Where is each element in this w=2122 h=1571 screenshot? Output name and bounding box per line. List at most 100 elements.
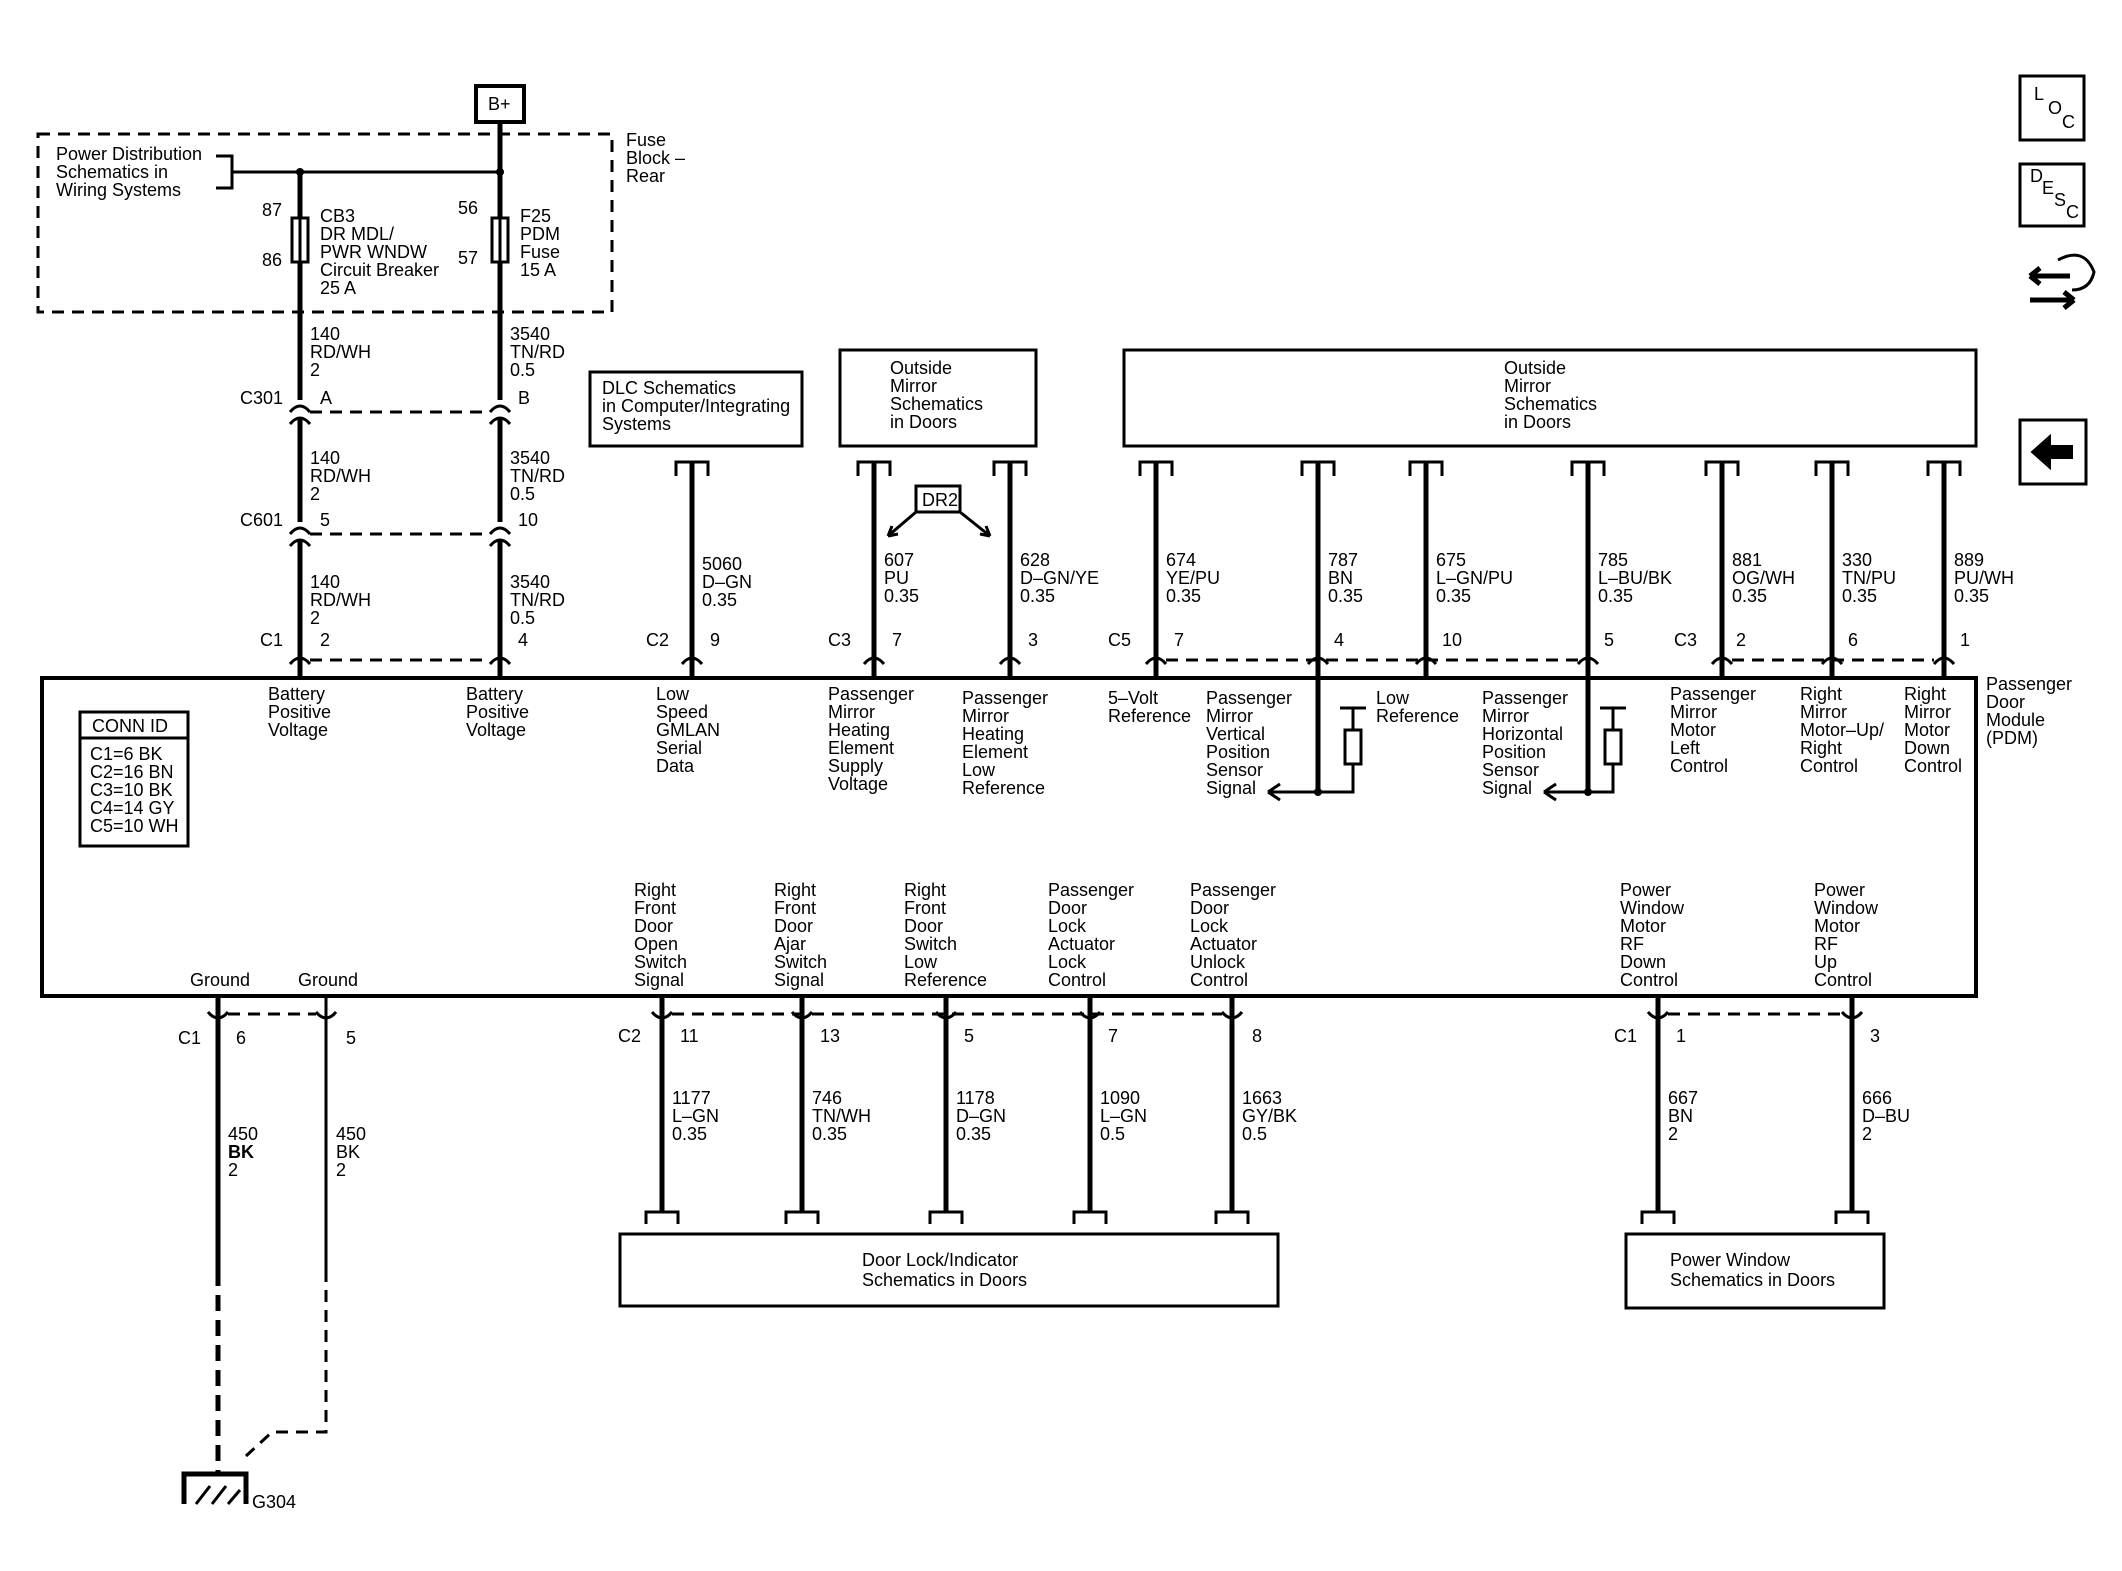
label-horizontal-position-signal: Passenger Mirror Horizontal Position Sen… [1482, 688, 1568, 798]
bottom-wires [659, 1018, 1855, 1212]
svg-text:Unlock: Unlock [1190, 952, 1246, 972]
svg-text:in Computer/Integrating: in Computer/Integrating [602, 396, 790, 416]
svg-text:DR MDL/: DR MDL/ [320, 224, 394, 244]
svg-text:787: 787 [1328, 550, 1358, 570]
svg-text:Right: Right [1800, 738, 1842, 758]
svg-text:Schematics in Doors: Schematics in Doors [862, 1270, 1027, 1290]
c301-pin-a: A [320, 388, 332, 408]
svg-text:C: C [2066, 202, 2079, 222]
svg-text:0.5: 0.5 [510, 608, 535, 628]
svg-text:D–BU: D–BU [1862, 1106, 1910, 1126]
svg-text:0.35: 0.35 [812, 1124, 847, 1144]
svg-text:Signal: Signal [634, 970, 684, 990]
svg-text:BK: BK [228, 1142, 254, 1162]
svg-text:2: 2 [310, 484, 320, 504]
svg-text:Door: Door [1048, 898, 1087, 918]
svg-text:C1: C1 [178, 1028, 201, 1048]
svg-text:Passenger: Passenger [962, 688, 1048, 708]
svg-text:Control: Control [1814, 970, 1872, 990]
svg-text:1663: 1663 [1242, 1088, 1282, 1108]
door-lock-schematics-box[interactable] [618, 1232, 1280, 1308]
svg-text:C1=6 BK: C1=6 BK [90, 744, 163, 764]
svg-text:785: 785 [1598, 550, 1628, 570]
back-arrow-button[interactable] [2018, 418, 2088, 486]
module-top-pins [288, 656, 1956, 666]
dlc-schematics-box[interactable] [588, 370, 804, 448]
svg-text:8: 8 [1252, 1026, 1262, 1046]
wire-787-label: 787 BN 0.35 [1328, 550, 1363, 606]
label-5v-reference: 5–Volt Reference [1108, 688, 1191, 726]
c301-pin-b: B [518, 388, 530, 408]
svg-text:13: 13 [820, 1026, 840, 1046]
swap-arrows-icon[interactable] [2028, 253, 2096, 310]
svg-text:Mirror: Mirror [1800, 702, 1847, 722]
svg-text:Actuator: Actuator [1048, 934, 1115, 954]
fuse-block-label: Fuse Block – Rear [626, 130, 685, 186]
svg-text:Module: Module [1986, 710, 2045, 730]
svg-text:Mirror: Mirror [1904, 702, 1951, 722]
desc-button[interactable]: D E S C [2018, 162, 2086, 228]
module-bottom-pins [206, 1010, 1864, 1020]
svg-text:Rear: Rear [626, 166, 665, 186]
svg-text:TN/PU: TN/PU [1842, 568, 1896, 588]
svg-text:Outside: Outside [890, 358, 952, 378]
outside-mirror-box-2[interactable] [1122, 348, 1978, 448]
f25-label: F25 PDM Fuse 15 A [520, 206, 560, 280]
svg-text:746: 746 [812, 1088, 842, 1108]
svg-text:C1: C1 [1614, 1026, 1637, 1046]
svg-text:Front: Front [634, 898, 676, 918]
svg-text:Speed: Speed [656, 702, 708, 722]
svg-text:Voltage: Voltage [466, 720, 526, 740]
svg-text:7: 7 [1174, 630, 1184, 650]
svg-text:S: S [2054, 190, 2066, 210]
svg-text:11: 11 [680, 1026, 699, 1046]
wire-889-label: 889 PU/WH 0.35 [1954, 550, 2014, 606]
svg-text:OG/WH: OG/WH [1732, 568, 1795, 588]
svg-text:5: 5 [964, 1026, 974, 1046]
svg-text:Heating: Heating [962, 724, 1024, 744]
svg-text:Control: Control [1190, 970, 1248, 990]
module-top-connectors: C1 2 4 C2 9 C3 7 3 C5 7 4 10 5 C3 2 6 1 [260, 630, 1970, 650]
svg-text:Power: Power [1620, 880, 1671, 900]
svg-text:L–GN: L–GN [1100, 1106, 1147, 1126]
wire-330-label: 330 TN/PU 0.35 [1842, 550, 1896, 606]
svg-text:3540: 3540 [510, 572, 550, 592]
svg-text:Circuit Breaker: Circuit Breaker [320, 260, 439, 280]
svg-text:Low: Low [904, 952, 938, 972]
svg-text:9: 9 [710, 630, 720, 650]
svg-text:Control: Control [1620, 970, 1678, 990]
svg-text:Passenger: Passenger [828, 684, 914, 704]
svg-text:1090: 1090 [1100, 1088, 1140, 1108]
svg-text:Motor: Motor [1620, 916, 1666, 936]
svg-text:1: 1 [1960, 630, 1970, 650]
svg-text:C1: C1 [260, 630, 283, 650]
svg-text:Front: Front [904, 898, 946, 918]
outside-mirror-box-1[interactable] [838, 348, 1038, 448]
wire-450-label-1: 450 BK 2 [228, 1124, 258, 1180]
wire-140-label-1: 140 RD/WH 2 [310, 324, 371, 380]
svg-text:TN/RD: TN/RD [510, 590, 565, 610]
svg-text:Open: Open [634, 934, 678, 954]
loc-button[interactable]: L O C [2018, 74, 2086, 142]
power-distribution-label: Power Distribution Schematics in Wiring … [56, 144, 202, 200]
svg-text:1: 1 [1676, 1026, 1686, 1046]
svg-text:0.35: 0.35 [1732, 586, 1767, 606]
svg-text:RD/WH: RD/WH [310, 590, 371, 610]
svg-text:Ground: Ground [190, 970, 250, 990]
svg-text:Control: Control [1670, 756, 1728, 776]
wire-881-label: 881 OG/WH 0.35 [1732, 550, 1795, 606]
svg-text:Data: Data [656, 756, 695, 776]
svg-text:25 A: 25 A [320, 278, 356, 298]
svg-text:Ajar: Ajar [774, 934, 806, 954]
svg-text:Right: Right [774, 880, 816, 900]
svg-text:Battery: Battery [466, 684, 523, 704]
wire-666-label: 666 D–BU 2 [1862, 1088, 1910, 1144]
svg-text:Lock: Lock [1190, 916, 1229, 936]
wire-628-label: 628 D–GN/YE 0.35 [1020, 550, 1099, 606]
svg-text:0.35: 0.35 [1842, 586, 1877, 606]
svg-text:Switch: Switch [904, 934, 957, 954]
svg-text:Position: Position [1206, 742, 1270, 762]
svg-text:Control: Control [1904, 756, 1962, 776]
power-window-schematics-box[interactable] [1624, 1232, 1886, 1310]
svg-text:BN: BN [1668, 1106, 1693, 1126]
